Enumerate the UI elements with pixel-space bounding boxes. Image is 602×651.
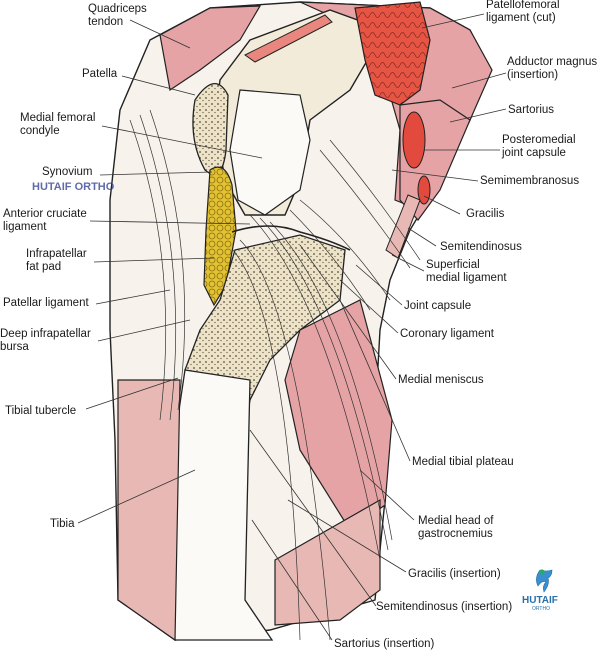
label-line: Adductor magnus — [507, 56, 597, 68]
hutaif-logo: HUTAIF ORTHO — [522, 569, 558, 612]
gracilis-tendon — [417, 175, 431, 205]
label-line: Sartorius — [508, 104, 554, 116]
label-patella: Patella — [82, 68, 118, 80]
label-line: Posteromedial — [502, 134, 576, 146]
label-line: gastrocnemius — [418, 528, 493, 540]
infrapatellar-fat-pad — [203, 166, 237, 307]
label-line: Gracilis — [466, 208, 505, 220]
logo-subtext: ORTHO — [532, 606, 550, 612]
patellofemoral-cut — [354, 1, 431, 106]
ligament-fibers — [129, 109, 421, 641]
label-line: Infrapatellar — [26, 248, 87, 260]
label-line: bursa — [0, 341, 29, 353]
label-gracilis-insertion: Gracilis (insertion) — [408, 568, 501, 580]
joint-line — [231, 225, 351, 251]
label-adductor-magnus: Adductor magnus(insertion) — [507, 56, 597, 81]
label-tibial-tubercle: Tibial tubercle — [5, 405, 76, 417]
label-semimembranosus: Semimembranosus — [480, 175, 579, 187]
label-line: Tibial tubercle — [5, 405, 76, 417]
semimembranosus-tendon — [402, 111, 426, 169]
label-line: Quadriceps — [88, 3, 147, 15]
watermark-text: HUTAIF ORTHO — [32, 181, 115, 193]
label-sartorius-insertion: Sartorius (insertion) — [334, 638, 435, 650]
label-line: Medial femoral — [20, 112, 95, 124]
label-patellar-ligament: Patellar ligament — [3, 297, 89, 309]
label-line: Patellar ligament — [3, 297, 89, 309]
label-line: Gracilis (insertion) — [408, 568, 501, 580]
leader-lines — [77, 13, 507, 641]
label-line: Synovium — [42, 166, 93, 178]
label-line: Medial tibial plateau — [412, 456, 514, 468]
label-line: joint capsule — [501, 147, 566, 159]
femoral-condyle — [229, 89, 311, 216]
label-medial-meniscus: Medial meniscus — [398, 374, 484, 386]
label-line: Semimembranosus — [480, 175, 579, 187]
label-line: ligament — [3, 221, 47, 233]
label-line: medial ligament — [426, 272, 507, 284]
logo-figure-icon — [536, 569, 553, 593]
label-line: ligament (cut) — [486, 12, 556, 24]
label-line: Coronary ligament — [400, 328, 495, 340]
label-line: (insertion) — [507, 69, 558, 81]
label-line: Tibia — [50, 518, 75, 530]
label-semitendinosus-insertion: Semitendinosus (insertion) — [376, 601, 512, 613]
label-line: Superficial — [426, 259, 480, 271]
label-semitendinosus: Semitendinosus — [440, 241, 522, 253]
vastus-muscle — [159, 5, 262, 92]
label-line: fat pad — [26, 261, 61, 273]
label-line: Medial meniscus — [398, 374, 484, 386]
label-line: tendon — [88, 16, 123, 28]
tibia-surface — [117, 379, 181, 642]
label-line: Anterior cruciate — [3, 208, 87, 220]
label-line: Patella — [82, 68, 118, 80]
label-synovium: Synovium — [42, 166, 93, 178]
label-line: Semitendinosus (insertion) — [376, 601, 512, 613]
label-medial-tibial-plateau: Medial tibial plateau — [412, 456, 514, 468]
label-tibia: Tibia — [50, 518, 75, 530]
label-line: Patellofemoral — [486, 0, 560, 11]
label-coronary-ligament: Coronary ligament — [400, 328, 495, 340]
label-line: condyle — [20, 125, 60, 137]
label-line: Semitendinosus — [440, 241, 522, 253]
label-gracilis: Gracilis — [466, 208, 505, 220]
quadriceps-tendon-band — [244, 14, 333, 63]
label-line: Medial head of — [418, 515, 494, 527]
label-line: Joint capsule — [404, 300, 471, 312]
label-line: Deep infrapatellar — [0, 328, 91, 340]
logo-text: HUTAIF — [522, 595, 558, 606]
label-line: Sartorius (insertion) — [334, 638, 435, 650]
knee-illustration — [109, 1, 493, 642]
label-joint-capsule: Joint capsule — [404, 300, 471, 312]
label-sartorius: Sartorius — [508, 104, 554, 116]
